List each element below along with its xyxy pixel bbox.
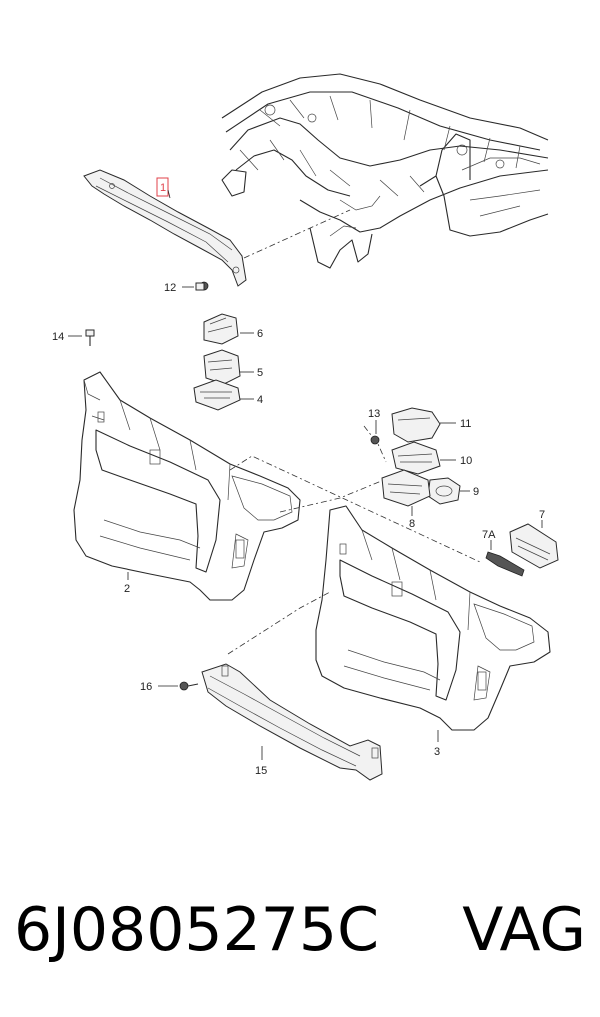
- part-7a-clip: [485, 551, 525, 577]
- part-16-bolt: [179, 681, 199, 691]
- footer: 6J0805275C VAG: [0, 895, 600, 975]
- part-15-reinforcement: [201, 663, 383, 781]
- part-4-bracket: [193, 379, 241, 411]
- leader-1: [167, 189, 171, 199]
- callout-13: 13: [368, 408, 380, 420]
- callout-9: 9: [473, 486, 479, 498]
- part-3-lock-carrier: [315, 505, 551, 731]
- callout-15: 15: [255, 765, 267, 777]
- dash-line-b: [279, 469, 409, 513]
- part-14-bolt: [85, 329, 95, 346]
- callout-14: 14: [52, 331, 64, 343]
- callout-12: 12: [164, 282, 176, 294]
- callout-2: 2: [124, 583, 130, 595]
- callout-7: 7: [539, 509, 545, 521]
- part-1-cross-member: [83, 169, 247, 287]
- callout-3: 3: [434, 746, 440, 758]
- part-5-guide: [203, 349, 241, 385]
- callout-16: 16: [140, 681, 152, 693]
- callout-4: 4: [257, 394, 263, 406]
- part-12-bolt: [195, 281, 209, 291]
- callout-5: 5: [257, 367, 263, 379]
- vehicle-body-shell: [221, 73, 549, 269]
- callout-6: 6: [257, 328, 263, 340]
- part-13-bolt: [370, 435, 380, 445]
- part-8-bracket: [381, 469, 431, 507]
- part-11-cover: [391, 407, 441, 443]
- brand-text: VAG: [462, 895, 586, 965]
- part-number-text: 6J0805275C: [14, 895, 379, 965]
- dash-line-c: [227, 591, 331, 655]
- part-6-cover: [203, 313, 239, 345]
- callout-7a: 7A: [482, 529, 496, 541]
- callout-11: 11: [460, 418, 471, 430]
- highlight-box: [156, 177, 169, 197]
- part-10-guide: [391, 441, 441, 475]
- assembly-dash-line: [243, 209, 351, 259]
- dash-line-a: [229, 455, 481, 563]
- part-7-block: [509, 523, 559, 569]
- part-2-lock-carrier: [73, 371, 301, 601]
- callout-8: 8: [409, 518, 415, 530]
- part-9-seal: [427, 477, 461, 505]
- parts-diagram: 1 12 6 5 4 14: [52, 73, 559, 781]
- callout-10: 10: [460, 455, 472, 467]
- callout-1: 1: [160, 182, 166, 194]
